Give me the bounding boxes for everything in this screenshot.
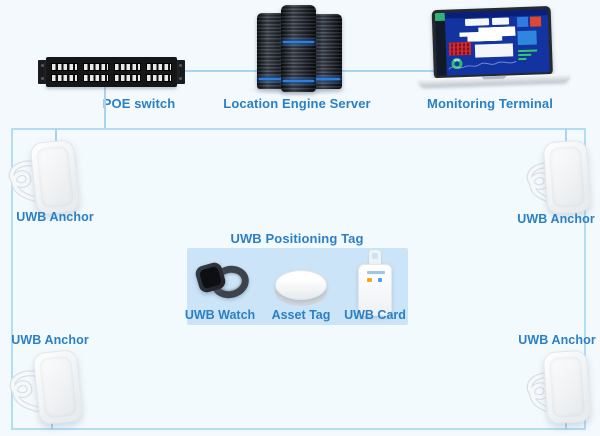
asset-tag-device: [275, 270, 327, 306]
uwb-watch-label: UWB Watch: [184, 308, 256, 322]
badge-clip: [369, 250, 381, 267]
anchor-device: [32, 348, 84, 426]
link-poe-to-area: [104, 84, 106, 128]
badge-led-orange: [367, 278, 372, 282]
terminal-label: Monitoring Terminal: [427, 96, 553, 111]
uwb-watch-device: [193, 258, 253, 306]
antenna-cable-icon: [8, 160, 46, 203]
link-area-to-anchor-top-right: [565, 128, 567, 145]
uwb-anchor-top-right: UWB Anchor: [506, 130, 600, 234]
dashboard-line-chart: [448, 60, 517, 70]
uwb-card-device: [358, 250, 392, 318]
uwb-card-label: UWB Card: [344, 308, 406, 322]
tag-group-box: UWB Watch Asset Tag UWB Card: [185, 248, 408, 325]
link-poe-to-server: [182, 70, 259, 72]
dashboard-sidebar: [434, 12, 447, 77]
uwb-anchor-bottom-left: UWB Anchor: [0, 330, 100, 434]
link-server-to-terminal: [341, 70, 438, 72]
poe-switch-device: [38, 57, 185, 87]
antenna-cable-icon: [9, 370, 47, 413]
laptop-screen: [431, 6, 553, 80]
dashboard-toolbar-button: [491, 17, 510, 26]
tag-group-title: UWB Positioning Tag: [230, 231, 364, 246]
dashboard-floorplan: [459, 26, 515, 42]
server-tower-center: [281, 5, 316, 92]
dashboard-panel: [474, 43, 514, 58]
dashboard-stat-blue: [516, 16, 529, 28]
poe-switch-ports: [46, 57, 177, 87]
poe-switch-label: POE switch: [102, 96, 176, 111]
rack-ear-right: [176, 60, 185, 84]
monitoring-terminal-device: [416, 1, 571, 96]
anchor-label: UWB Anchor: [11, 333, 89, 347]
dashboard-heatmap: [448, 41, 472, 56]
dashboard-map-panel: [517, 30, 537, 46]
dashboard-logo: [434, 12, 445, 22]
anchor-device: [542, 139, 592, 215]
anchor-label: UWB Anchor: [518, 333, 596, 347]
anchor-device: [542, 349, 592, 425]
badge-body: [358, 264, 392, 316]
uwb-anchor-bottom-right: UWB Anchor: [507, 330, 600, 434]
server-label: Location Engine Server: [223, 96, 371, 111]
dashboard-bar-chart: [518, 53, 532, 57]
location-engine-server-device: [250, 3, 346, 95]
dashboard-bar-chart: [518, 57, 527, 61]
asset-tag-top: [275, 270, 327, 300]
dashboard-stat-red: [529, 16, 542, 27]
link-area-to-anchor-top-left: [55, 128, 57, 145]
rack-ear-left: [38, 60, 47, 84]
badge-led-blue: [378, 278, 382, 282]
server-tower-right: [312, 14, 342, 89]
badge-strip: [367, 271, 385, 274]
dashboard-bar-chart: [518, 49, 538, 53]
uwb-anchor-top-left: UWB Anchor: [5, 130, 105, 234]
anchor-label: UWB Anchor: [16, 210, 94, 224]
anchor-device: [29, 138, 81, 216]
monitoring-dashboard: [434, 9, 550, 77]
asset-tag-label: Asset Tag: [271, 308, 331, 322]
anchor-label: UWB Anchor: [517, 212, 595, 226]
dashboard-toolbar-button: [464, 18, 490, 26]
